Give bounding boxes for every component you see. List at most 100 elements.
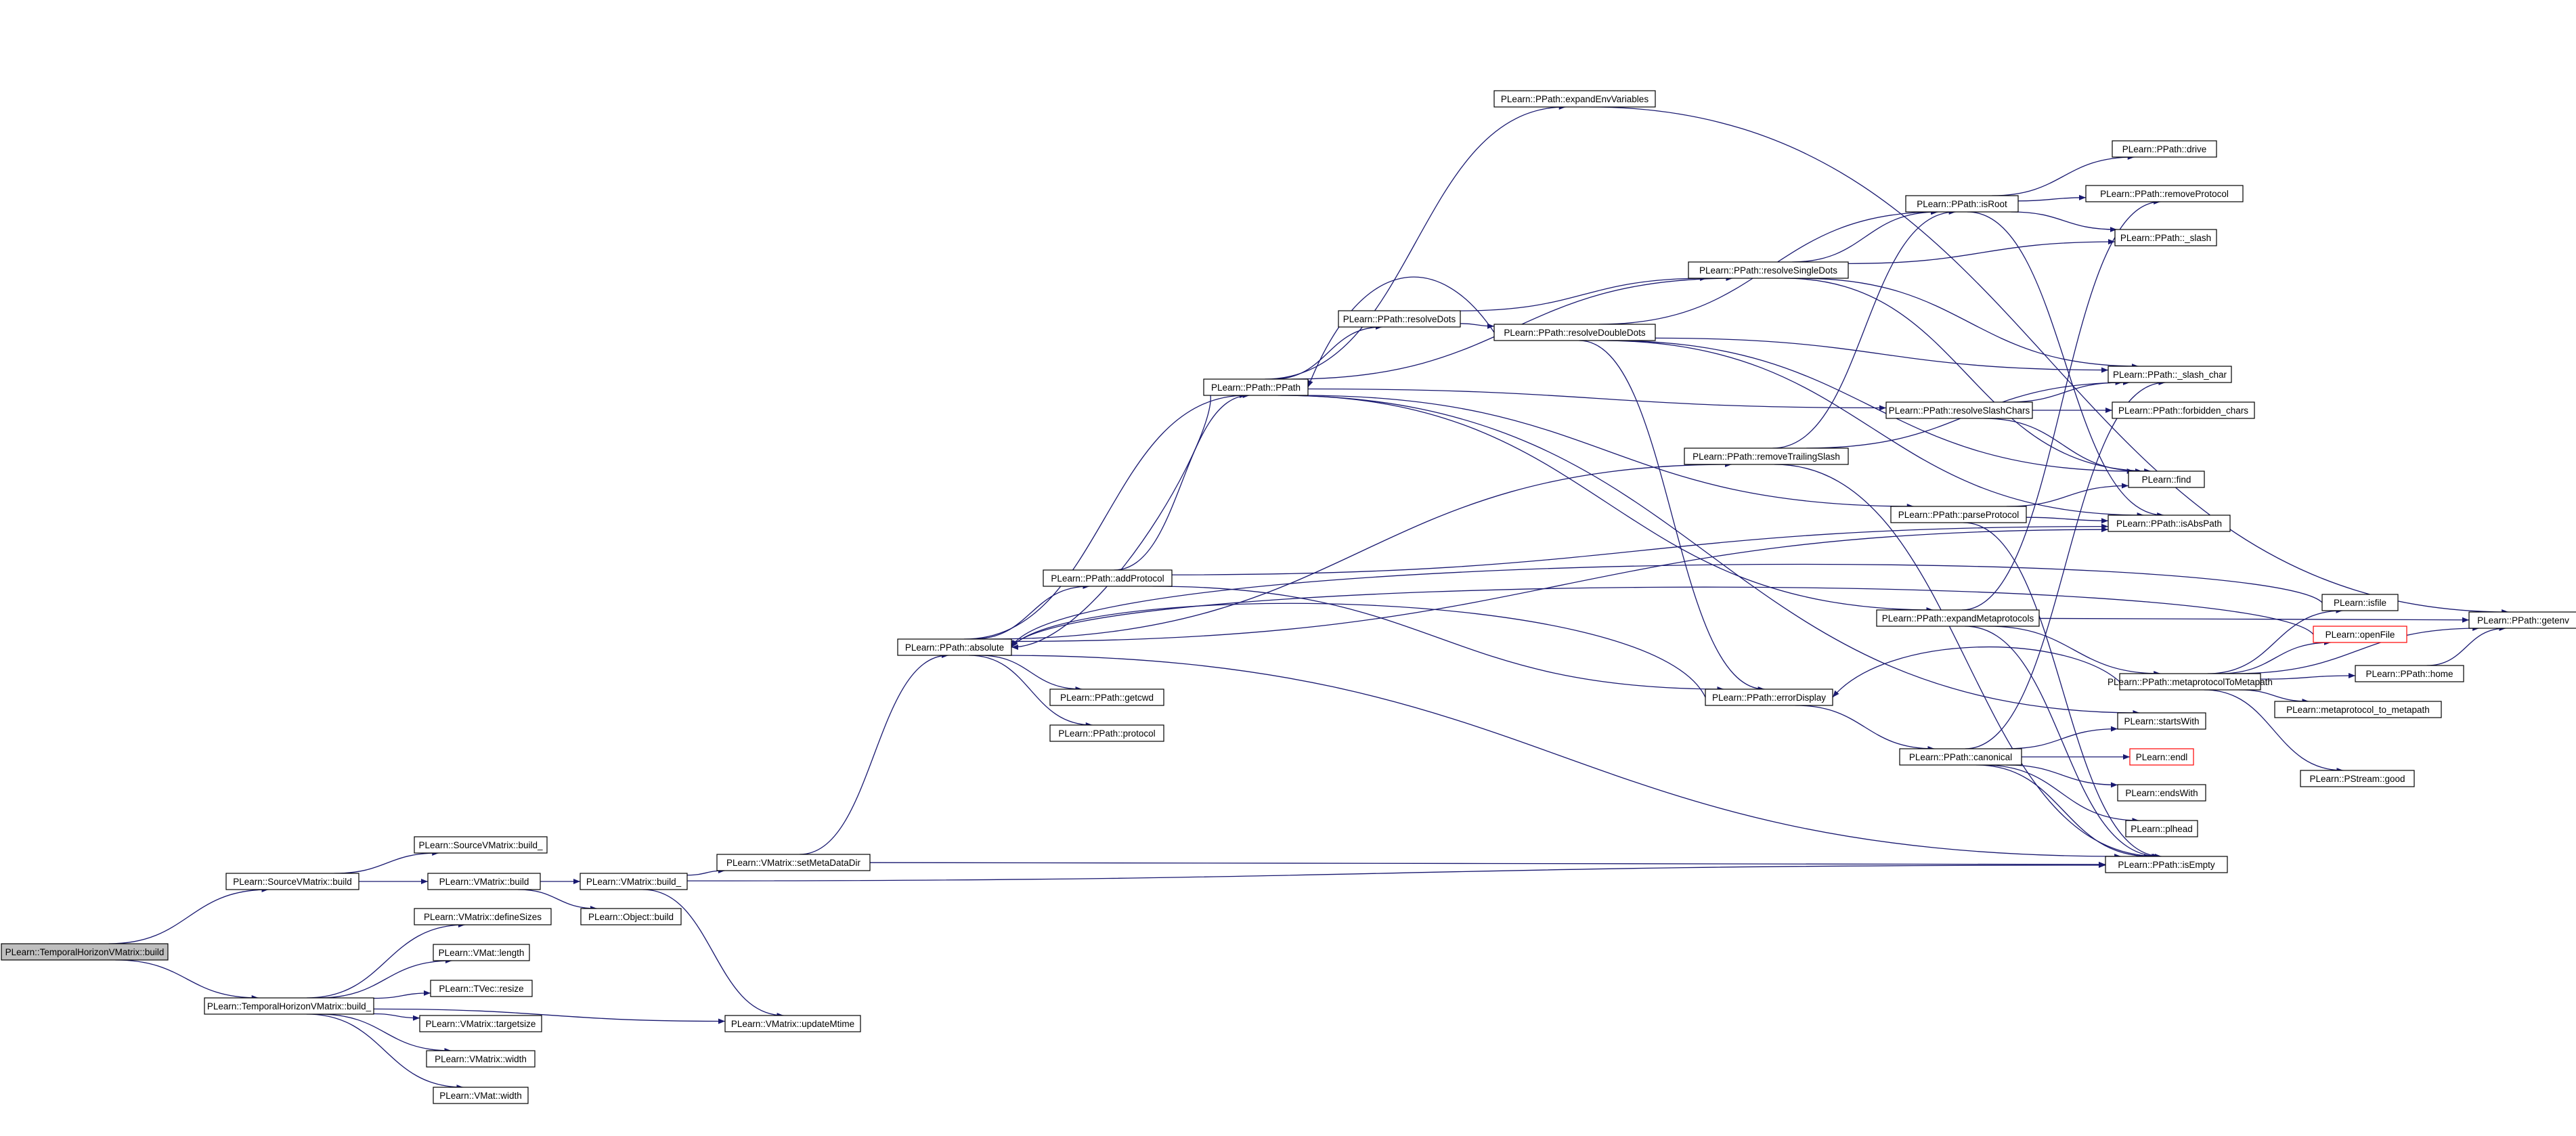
node-label: PLearn::find	[2142, 475, 2191, 485]
call-edge-n17-n39	[1171, 523, 2109, 575]
node-box	[580, 908, 682, 925]
graph-node-n5[interactable]: PLearn::VMatrix::build	[427, 873, 541, 890]
call-edge-n29-n49	[1963, 522, 2162, 859]
node-label: PLearn::PPath::resolveSingleDots	[1699, 265, 1837, 276]
call-edge-n28-n34	[1961, 199, 2161, 611]
call-edge-n41-n16	[1011, 586, 2314, 648]
node-label: PLearn::metaprotocol_to_metapath	[2286, 705, 2430, 715]
graph-node-n26[interactable]: PLearn::PPath::errorDisplay	[1705, 689, 1833, 706]
graph-node-n47[interactable]: PLearn::endsWith	[2117, 784, 2206, 802]
graph-node-n27[interactable]: PLearn::PPath::canonical	[1899, 748, 2022, 766]
call-edge-n20-n21	[1273, 324, 1382, 380]
graph-node-n50[interactable]: PLearn::PPath::getenv	[2468, 611, 2576, 629]
graph-node-n23[interactable]: PLearn::PPath::resolveDoubleDots	[1493, 324, 1656, 341]
graph-node-n28[interactable]: PLearn::PPath::expandMetaprotocols	[1876, 609, 2040, 627]
graph-node-n16[interactable]: PLearn::PPath::absolute	[897, 638, 1012, 656]
graph-node-n25[interactable]: PLearn::PPath::removeTrailingSlash	[1684, 447, 1849, 465]
graph-node-n34[interactable]: PLearn::PPath::removeProtocol	[2085, 185, 2244, 202]
node-label: PLearn::PPath::_slash	[2120, 233, 2211, 243]
node-box	[2112, 140, 2217, 158]
graph-node-n7[interactable]: PLearn::Object::build	[580, 908, 682, 925]
graph-node-n43[interactable]: PLearn::metaprotocol_to_metapath	[2274, 701, 2442, 718]
node-label: PLearn::isfile	[2334, 598, 2386, 608]
graph-node-n39[interactable]: PLearn::PPath::isAbsPath	[2108, 515, 2231, 532]
graph-node-n4[interactable]: PLearn::SourceVMatrix::build_	[414, 836, 548, 854]
graph-node-n8[interactable]: PLearn::VMatrix::setMetaDataDir	[716, 854, 871, 871]
node-box	[225, 873, 359, 890]
graph-node-n49[interactable]: PLearn::PPath::isEmpty	[2105, 856, 2228, 873]
node-label: PLearn::VMat::width	[439, 1091, 522, 1101]
graph-node-n29[interactable]: PLearn::PPath::parseProtocol	[1890, 506, 2027, 523]
node-box	[1493, 90, 1656, 108]
graph-node-n12[interactable]: PLearn::TVec::resize	[430, 980, 533, 997]
graph-node-n19[interactable]: PLearn::PPath::protocol	[1049, 724, 1164, 742]
call-edge-n16-n18	[979, 655, 1083, 692]
graph-node-n20[interactable]: PLearn::PPath::PPath	[1203, 378, 1309, 396]
graph-node-n33[interactable]: PLearn::PPath::drive	[2112, 140, 2217, 158]
graph-node-n2[interactable]: PLearn::SourceVMatrix::build	[225, 873, 359, 890]
node-box	[1049, 724, 1164, 742]
node-label: PLearn::PPath::_slash_char	[2113, 370, 2227, 380]
graph-node-n48[interactable]: PLearn::plhead	[2125, 820, 2198, 837]
node-label: PLearn::openFile	[2326, 630, 2395, 640]
graph-node-n32[interactable]: PLearn::PPath::metaprotocolToMetapath	[2108, 673, 2273, 691]
call-edge-n25-n49	[1774, 464, 2159, 859]
graph-node-n41[interactable]: PLearn::openFile	[2313, 626, 2407, 643]
graph-node-n21[interactable]: PLearn::PPath::resolveDots	[1338, 310, 1461, 328]
node-label: PLearn::SourceVMatrix::build_	[418, 840, 543, 850]
graph-node-n30[interactable]: PLearn::PPath::resolveSlashChars	[1885, 401, 2033, 419]
graph-node-n14[interactable]: PLearn::VMatrix::width	[426, 1050, 536, 1068]
call-edge-n31-n35	[2011, 211, 2117, 232]
graph-node-n3[interactable]: PLearn::TemporalHorizonVMatrix::build_	[204, 997, 374, 1015]
node-label: PLearn::PPath::errorDisplay	[1712, 693, 1826, 703]
graph-node-n9[interactable]: PLearn::VMatrix::updateMtime	[724, 1015, 861, 1032]
node-label: PLearn::PPath::canonical	[1909, 752, 2012, 762]
call-edge-n5-n7	[518, 889, 597, 911]
node-box	[2129, 748, 2194, 766]
call-edge-n28-n32	[1987, 626, 2161, 676]
call-edge-n31-n33	[1992, 154, 2135, 196]
graph-node-n18[interactable]: PLearn::PPath::getcwd	[1049, 689, 1164, 706]
graph-node-n42[interactable]: PLearn::PPath::home	[2355, 665, 2464, 682]
call-edge-n20-n45	[1278, 395, 2140, 716]
call-edge-n32-n42	[2260, 672, 2356, 680]
graph-node-n15[interactable]: PLearn::VMat::width	[433, 1087, 529, 1104]
graph-node-n6[interactable]: PLearn::VMatrix::build_	[580, 873, 688, 890]
node-label: PLearn::TemporalHorizonVMatrix::build_	[207, 1001, 372, 1011]
graph-node-n13[interactable]: PLearn::VMatrix::targetsize	[419, 1015, 542, 1032]
node-box	[2355, 665, 2464, 682]
call-edge-n3-n13	[373, 1013, 420, 1021]
graph-node-n31[interactable]: PLearn::PPath::isRoot	[1905, 195, 2019, 213]
graph-node-n11[interactable]: PLearn::VMat::length	[433, 944, 530, 961]
graph-node-n35[interactable]: PLearn::PPath::_slash	[2114, 229, 2217, 246]
graph-node-n40[interactable]: PLearn::isfile	[2321, 594, 2399, 611]
graph-node-n24[interactable]: PLearn::PPath::resolveSingleDots	[1688, 261, 1849, 279]
node-box	[1890, 506, 2027, 523]
graph-node-n36[interactable]: PLearn::PPath::_slash_char	[2108, 366, 2232, 383]
node-label: PLearn::VMatrix::targetsize	[426, 1019, 536, 1029]
graph-node-n17[interactable]: PLearn::PPath::addProtocol	[1043, 569, 1173, 587]
node-box	[1203, 378, 1309, 396]
call-edge-n24-n36	[1799, 278, 2139, 369]
graph-node-n44[interactable]: PLearn::PStream::good	[2300, 770, 2415, 787]
call-edge-n16-n25	[989, 462, 1732, 640]
graph-node-n22[interactable]: PLearn::PPath::expandEnvVariables	[1493, 90, 1656, 108]
graph-node-n46[interactable]: PLearn::endl	[2129, 748, 2194, 766]
call-edge-n32-n41	[2219, 640, 2331, 674]
graph-node-n38[interactable]: PLearn::find	[2128, 471, 2205, 488]
graph-node-n37[interactable]: PLearn::PPath::forbidden_chars	[2112, 401, 2255, 419]
call-edge-n3-n15	[306, 1013, 464, 1090]
node-box	[724, 1015, 861, 1032]
call-edge-n16-n17	[972, 584, 1090, 640]
node-label: PLearn::PPath::drive	[2122, 144, 2207, 154]
node-box	[2300, 770, 2415, 787]
call-edge-n27-n49	[1975, 764, 2152, 859]
graph-node-n1[interactable]: PLearn::TemporalHorizonVMatrix::build	[1, 943, 169, 961]
node-box	[414, 908, 552, 925]
call-edge-n6-n9	[642, 889, 784, 1018]
node-label: PLearn::PPath::PPath	[1211, 383, 1301, 393]
graph-node-n45[interactable]: PLearn::startsWith	[2117, 712, 2206, 730]
node-label: PLearn::Object::build	[588, 912, 674, 922]
call-edge-n6-n49	[686, 862, 2106, 881]
graph-node-n10[interactable]: PLearn::VMatrix::defineSizes	[414, 908, 552, 925]
